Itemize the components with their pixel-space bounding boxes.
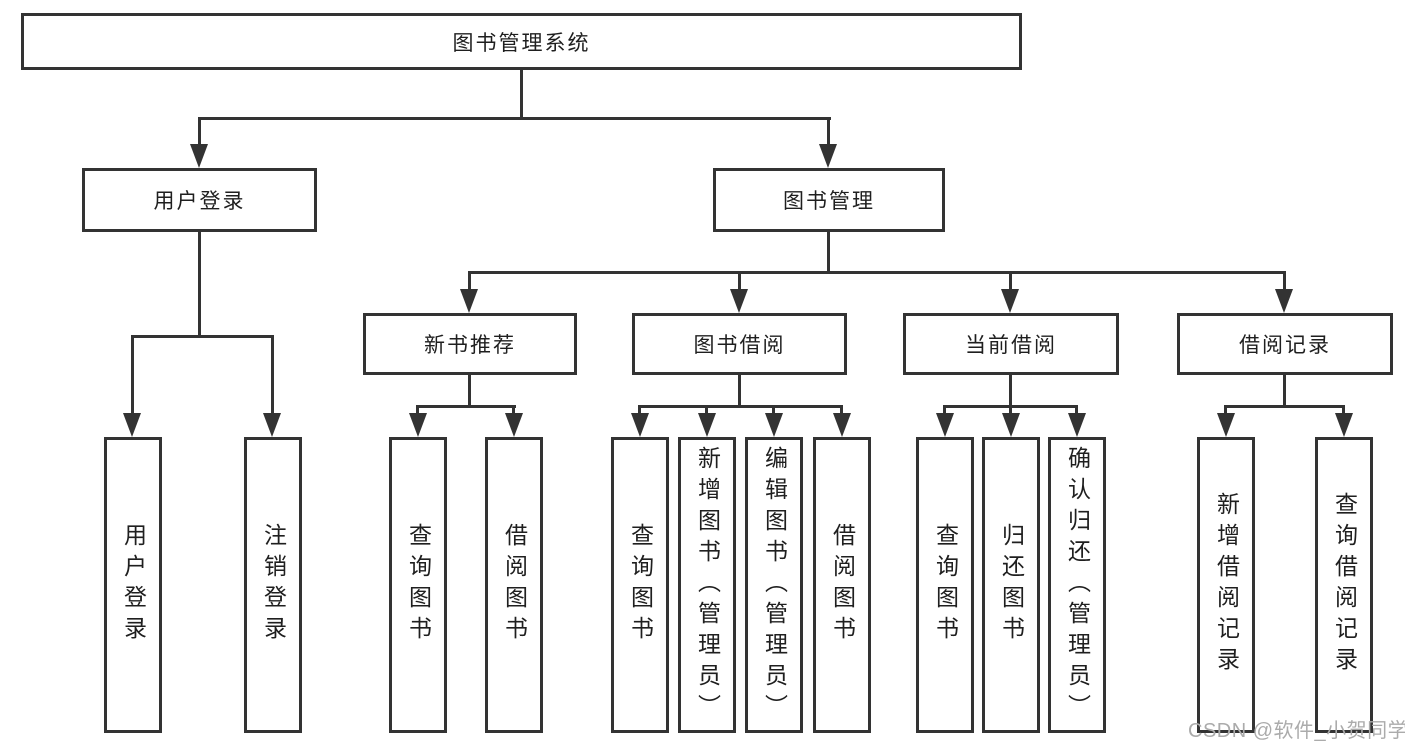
leaf-query-book-recommend-label: 查询图书 <box>405 523 432 647</box>
leaf-return-book-label: 归还图书 <box>998 523 1025 647</box>
leaf-edit-book-admin-label: 编辑图书（管理员） <box>761 445 788 725</box>
arrow-down-icon <box>1217 413 1235 437</box>
arrow-down-icon <box>698 413 716 437</box>
arrow-down-icon <box>1002 413 1020 437</box>
arrow-down-icon <box>819 144 837 168</box>
leaf-query-borrow-record: 查询借阅记录 <box>1315 437 1373 733</box>
leaf-add-book-admin-label: 新增图书（管理员） <box>694 445 721 725</box>
arrow-down-icon <box>460 289 478 313</box>
arrow-down-icon <box>1335 413 1353 437</box>
leaf-logout-label: 注销登录 <box>260 523 287 647</box>
node-current-borrowing: 当前借阅 <box>903 313 1119 375</box>
node-new-book-recommend: 新书推荐 <box>363 313 577 375</box>
arrow-down-icon <box>936 413 954 437</box>
arrow-down-icon <box>631 413 649 437</box>
leaf-confirm-return-admin-label: 确认归还（管理员） <box>1064 445 1091 725</box>
leaf-borrow-book-borrowing: 借阅图书 <box>813 437 871 733</box>
node-borrowing-records-label: 借阅记录 <box>1239 334 1331 357</box>
leaf-add-borrow-record-label: 新增借阅记录 <box>1213 492 1240 678</box>
node-borrowing-records: 借阅记录 <box>1177 313 1393 375</box>
node-library-system-label: 图书管理系统 <box>452 31 591 55</box>
leaf-return-book: 归还图书 <box>982 437 1040 733</box>
leaf-user-login-label: 用户登录 <box>120 523 147 647</box>
arrow-down-icon <box>1068 413 1086 437</box>
leaf-query-book-borrowing-label: 查询图书 <box>627 523 654 647</box>
node-user-login-label: 用户登录 <box>153 190 246 213</box>
leaf-query-book-current-label: 查询图书 <box>932 523 959 647</box>
arrow-down-icon <box>1001 289 1019 313</box>
node-current-borrowing-label: 当前借阅 <box>965 334 1057 357</box>
node-library-system: 图书管理系统 <box>21 13 1022 70</box>
csdn-watermark: CSDN @软件_小贺同学 <box>1188 720 1405 742</box>
leaf-add-book-admin: 新增图书（管理员） <box>678 437 736 733</box>
arrow-down-icon <box>190 144 208 168</box>
node-new-book-recommend-label: 新书推荐 <box>424 334 516 357</box>
arrow-down-icon <box>123 413 141 437</box>
leaf-query-book-recommend: 查询图书 <box>389 437 447 733</box>
leaf-user-login: 用户登录 <box>104 437 162 733</box>
arrow-down-icon <box>505 413 523 437</box>
leaf-borrow-book-recommend: 借阅图书 <box>485 437 543 733</box>
arrow-down-icon <box>833 413 851 437</box>
node-book-borrowing: 图书借阅 <box>632 313 847 375</box>
node-book-borrowing-label: 图书借阅 <box>693 334 786 357</box>
leaf-edit-book-admin: 编辑图书（管理员） <box>745 437 803 733</box>
leaf-add-borrow-record: 新增借阅记录 <box>1197 437 1255 733</box>
node-book-management: 图书管理 <box>713 168 945 232</box>
leaf-query-book-borrowing: 查询图书 <box>611 437 669 733</box>
arrow-down-icon <box>409 413 427 437</box>
leaf-logout: 注销登录 <box>244 437 302 733</box>
leaf-query-book-current: 查询图书 <box>916 437 974 733</box>
arrow-down-icon <box>263 413 281 437</box>
leaf-query-borrow-record-label: 查询借阅记录 <box>1331 492 1358 678</box>
leaf-confirm-return-admin: 确认归还（管理员） <box>1048 437 1106 733</box>
leaf-borrow-book-recommend-label: 借阅图书 <box>501 523 528 647</box>
arrow-down-icon <box>730 289 748 313</box>
arrow-down-icon <box>1275 289 1293 313</box>
node-user-login: 用户登录 <box>82 168 317 232</box>
node-book-management-label: 图书管理 <box>783 190 875 213</box>
leaf-borrow-book-borrowing-label: 借阅图书 <box>829 523 856 647</box>
arrow-down-icon <box>765 413 783 437</box>
